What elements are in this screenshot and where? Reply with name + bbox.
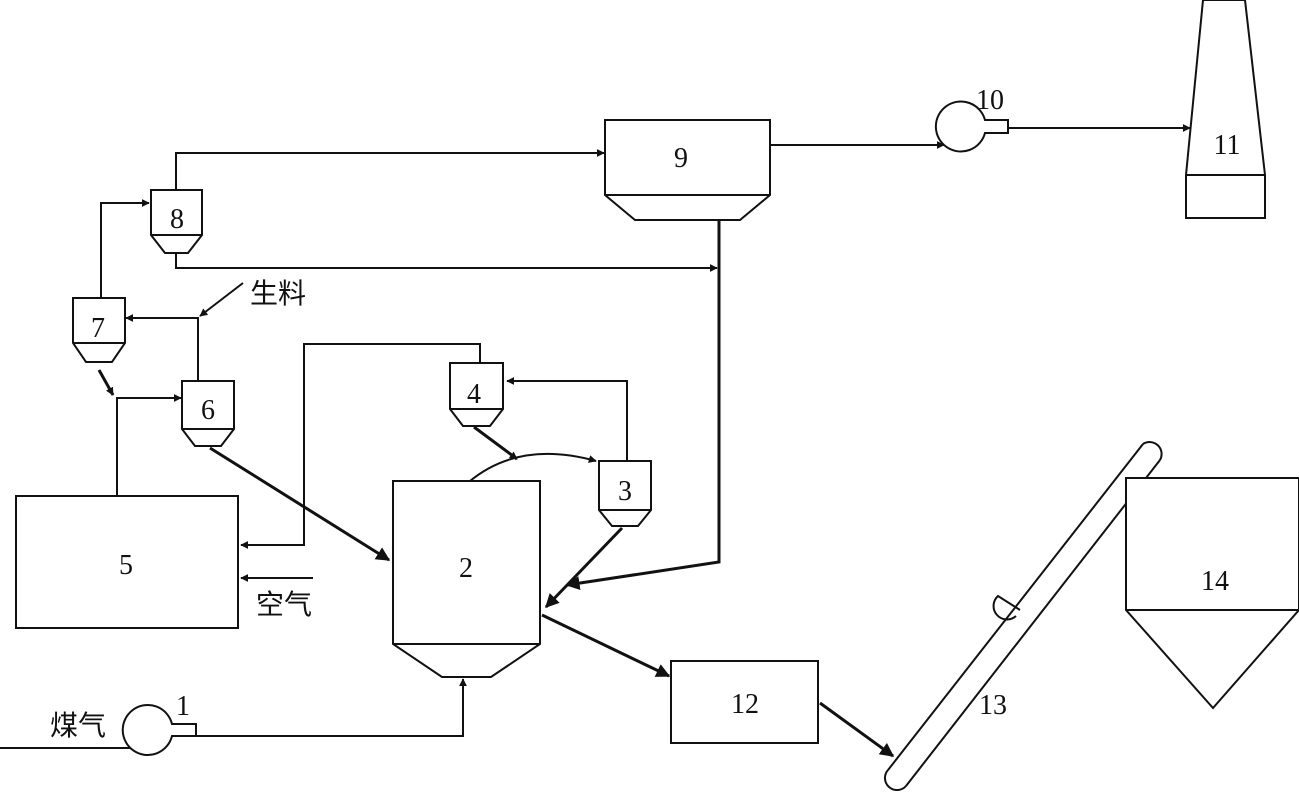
label-14: 14 (1201, 566, 1229, 597)
equipment-13: 13 (883, 441, 1163, 792)
label-1: 1 (176, 691, 190, 722)
equipment-1: 1 (121, 691, 197, 756)
equipment-7: 7 (72, 297, 126, 363)
equipment-11: 11 (1185, 0, 1266, 219)
label-12: 12 (731, 689, 759, 720)
equipment-2: 2 (392, 480, 541, 678)
label-air: 空气 (256, 588, 312, 621)
flow-1-to-2 (196, 678, 467, 737)
label-coal-gas: 煤气 (50, 709, 106, 742)
equipment-9: 9 (604, 119, 771, 221)
flow-3-to-4 (506, 377, 628, 461)
flow-7-to-8 (100, 199, 150, 298)
flow-5-to-6 (116, 394, 182, 496)
label-11: 11 (1214, 130, 1241, 161)
equipment-10: 10 (934, 85, 1009, 153)
flow-main-to-2 (565, 220, 721, 591)
flow-6-to-2 (209, 446, 391, 562)
label-5: 5 (119, 550, 133, 581)
equipment-12: 12 (670, 660, 819, 744)
equipment-4: 4 (449, 362, 504, 427)
flow-2-to-12 (541, 613, 671, 678)
flow-2-to-3 (469, 452, 597, 482)
equipment-6: 6 (181, 380, 235, 447)
flow-raw-meal-in (199, 282, 244, 317)
label-10: 10 (976, 85, 1004, 116)
flow-lines (0, 124, 1191, 758)
label-2: 2 (459, 553, 473, 584)
equipment-5: 5 (15, 495, 239, 629)
flow-4-to-5 (240, 343, 481, 549)
flow-3-to-2 (544, 526, 624, 609)
flow-4-discharge (473, 425, 518, 461)
label-7: 7 (91, 313, 105, 344)
equipment-14: 14 (1125, 477, 1299, 710)
label-13: 13 (979, 690, 1007, 721)
label-6: 6 (201, 395, 215, 426)
label-4: 4 (467, 379, 481, 410)
label-raw-meal: 生料 (250, 277, 306, 310)
flow-12-to-13 (819, 701, 895, 758)
equipment-3: 3 (598, 460, 652, 527)
flow-8-to-9 (175, 149, 605, 190)
flow-7-discharge (97, 369, 115, 396)
label-8: 8 (170, 204, 184, 235)
label-9: 9 (674, 143, 688, 174)
label-3: 3 (618, 476, 632, 507)
flow-6-to-7 (125, 314, 199, 381)
flow-8-to-main (175, 253, 718, 272)
equipment-8: 8 (150, 189, 203, 254)
